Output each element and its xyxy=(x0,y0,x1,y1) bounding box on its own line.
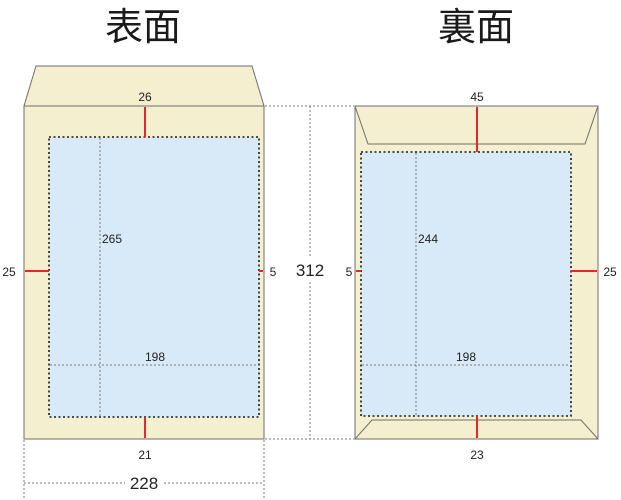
front-bottom-margin-label: 21 xyxy=(138,448,152,462)
back-right-margin-label: 25 xyxy=(603,265,617,279)
overall-height-label: 312 xyxy=(296,261,324,280)
back-top-margin-label: 45 xyxy=(470,90,484,104)
front-left-margin-label: 25 xyxy=(2,265,16,279)
front-title: 表面 xyxy=(105,5,181,49)
back-title: 裏面 xyxy=(438,5,514,49)
back-print-area xyxy=(360,151,572,417)
overall-width-label: 228 xyxy=(130,474,158,493)
overall-width-label-bg xyxy=(125,472,163,494)
front-height-label: 265 xyxy=(102,232,122,246)
front-right-margin-label: 5 xyxy=(270,265,277,279)
front-top-margin-label: 26 xyxy=(138,90,152,104)
back-width-label: 198 xyxy=(456,350,476,364)
back-left-margin-label: 5 xyxy=(346,265,353,279)
front-print-area xyxy=(48,136,260,418)
back-bottom-margin-label: 23 xyxy=(470,448,484,462)
front-width-label: 198 xyxy=(145,350,165,364)
overall-height-label-bg xyxy=(294,258,326,282)
back-height-label: 244 xyxy=(418,232,438,246)
